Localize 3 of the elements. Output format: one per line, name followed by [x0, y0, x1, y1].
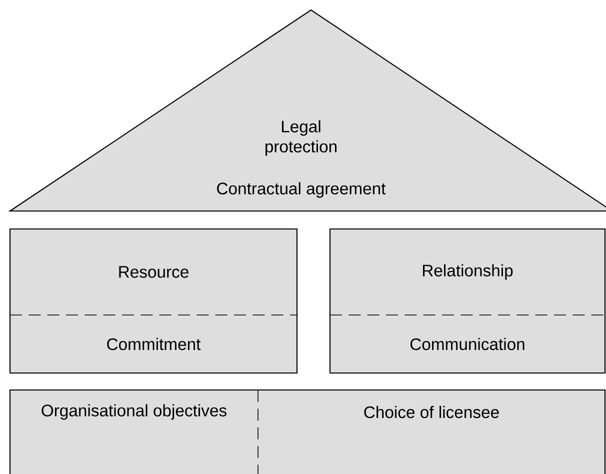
pillar-box: Resource Commitment — [9, 228, 298, 374]
base-box: Organisational objectives Choice of licensee — [9, 389, 606, 474]
pillar-box: Relationship Communication — [329, 228, 606, 374]
